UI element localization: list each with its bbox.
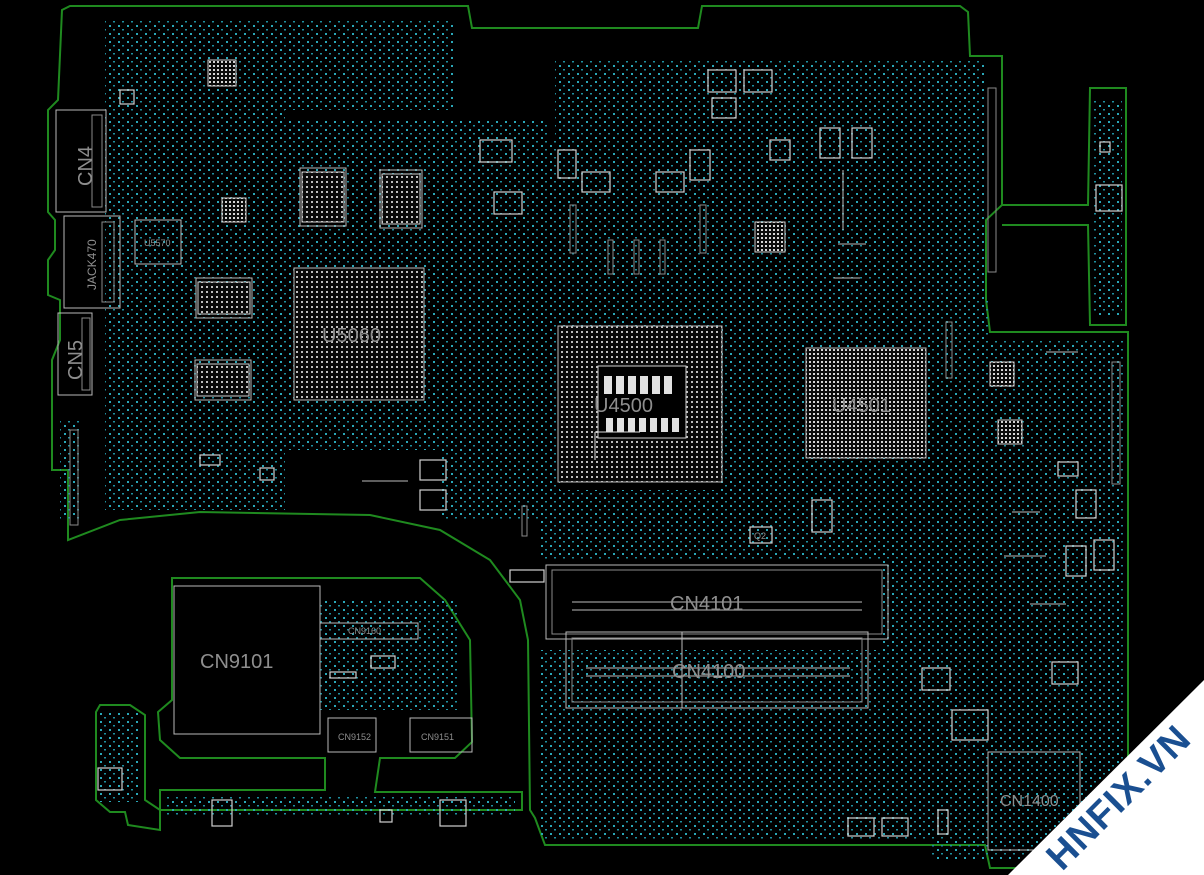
label-q2: Q2: [754, 531, 766, 541]
label-u4500: U4500: [594, 395, 653, 417]
component-labels: CN4 JACK470 U5570 CN5 U5060 U4500 U4501 …: [65, 146, 1059, 810]
top-left-components: [119, 59, 423, 481]
jack470-outline: [63, 215, 121, 309]
label-cn9101: CN9101: [200, 651, 273, 673]
label-cn9152: CN9152: [338, 732, 371, 742]
cn9151-outline: [409, 717, 473, 753]
label-cn1400: CN1400: [1000, 793, 1059, 810]
label-cn9160: CN9160: [348, 626, 381, 636]
label-u5060: U5060: [322, 325, 381, 347]
cn9160-outline: [319, 622, 419, 640]
label-cn4: CN4: [75, 146, 97, 186]
cn5-outline: [57, 312, 93, 396]
center-components: [362, 459, 833, 583]
label-cn4100: CN4100: [672, 661, 745, 683]
watermark-band: [1008, 680, 1204, 875]
label-u4501: U4501: [832, 395, 891, 417]
board-outline: [47, 5, 1129, 869]
board-outline-lower-left: [95, 577, 523, 832]
cn4101-slot: [545, 564, 889, 640]
u4500-chip: [557, 325, 723, 483]
board-outline-right-tab: [1002, 87, 1127, 326]
right-components: [847, 321, 1121, 837]
label-cn9151: CN9151: [421, 732, 454, 742]
left-edge-connectors: [55, 109, 182, 526]
label-cn4101: CN4101: [670, 593, 743, 615]
label-jack470: JACK470: [85, 239, 99, 290]
u5570-outline: [134, 219, 182, 265]
cn9101-outline: [173, 585, 321, 735]
mid-top-components: [479, 69, 1123, 279]
label-cn5: CN5: [65, 340, 87, 380]
cn4-outline: [55, 109, 107, 213]
u4501-chip: [805, 347, 927, 459]
label-u5570: U5570: [144, 238, 171, 248]
u5060-chip: [293, 267, 425, 401]
cn9152-outline: [327, 717, 377, 753]
cn4100-slot: [565, 631, 869, 709]
